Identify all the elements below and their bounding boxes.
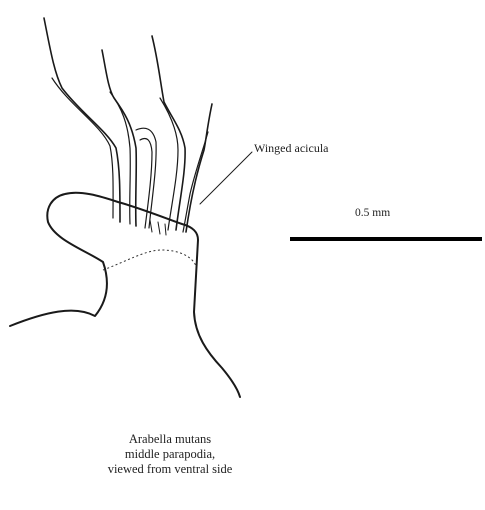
scale-label: 0.5 mm — [355, 207, 390, 219]
caption-line-1: Arabella mutans — [60, 432, 280, 447]
figure-caption: Arabella mutans middle parapodia, viewed… — [60, 432, 280, 477]
parapodium-outline — [10, 193, 240, 397]
aciculum-label: Winged acicula — [254, 141, 329, 155]
label-pointer-line — [200, 152, 252, 204]
scale-bar: 0.5 mm — [290, 207, 482, 239]
caption-line-2: middle parapodia, — [60, 447, 280, 462]
aciculum-3 — [152, 36, 185, 230]
caption-line-3: viewed from ventral side — [60, 462, 280, 477]
acicula-group — [44, 18, 212, 235]
inner-boundary — [103, 250, 196, 270]
aciculum-4 — [183, 104, 212, 232]
aciculum-1 — [44, 18, 120, 222]
